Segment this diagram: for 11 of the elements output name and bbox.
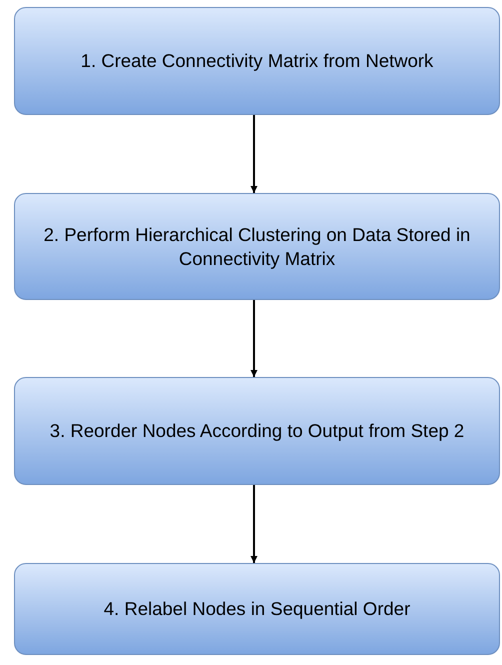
step-label: 1. Create Connectivity Matrix from Network bbox=[80, 49, 434, 73]
arrow bbox=[250, 485, 258, 563]
arrow bbox=[250, 300, 258, 377]
step-label: 4. Relabel Nodes in Sequential Order bbox=[102, 597, 412, 621]
process-box bbox=[14, 7, 500, 115]
arrow bbox=[250, 115, 258, 193]
process-box bbox=[14, 193, 500, 300]
step-label: 2. Perform Hierarchical Clustering on Data Stored in Connectivity Matrix bbox=[42, 223, 472, 270]
process-box bbox=[14, 377, 500, 485]
process-box bbox=[14, 563, 500, 655]
step-label: 3. Reorder Nodes According to Output from Step 2 bbox=[48, 419, 466, 443]
